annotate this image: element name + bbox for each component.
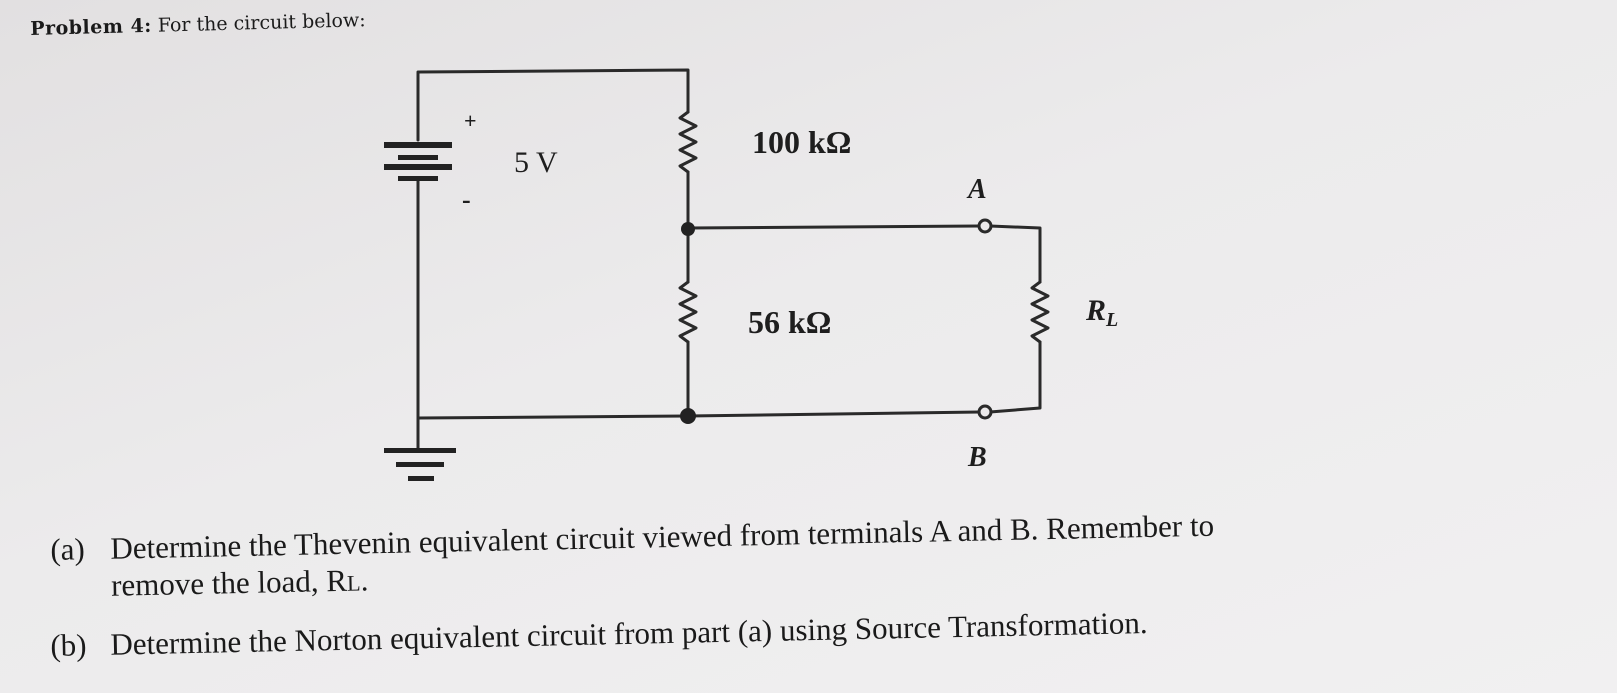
circuit-diagram: + - 5 V 100 kΩ 56 kΩ A B RL bbox=[384, 68, 1118, 481]
wire-node-a bbox=[686, 224, 982, 230]
battery-icon bbox=[384, 142, 452, 181]
terminal-b-label: B bbox=[967, 442, 987, 473]
question-b-line1: Determine the Norton equivalent circuit … bbox=[109, 605, 1148, 662]
question-b-tag: (b) bbox=[50, 627, 87, 663]
source-voltage-label: 5 V bbox=[514, 146, 558, 179]
resistor-load bbox=[1030, 280, 1050, 344]
junction-node-top bbox=[681, 222, 695, 236]
wire-load-top bbox=[988, 224, 1042, 284]
resistor-100k bbox=[678, 110, 698, 174]
load-label: RL bbox=[1085, 294, 1118, 331]
wire-load-bottom bbox=[988, 340, 1042, 414]
r1-label: 100 kΩ bbox=[752, 124, 851, 160]
junction-node-bottom bbox=[680, 408, 696, 424]
question-a-tag: (a) bbox=[50, 531, 86, 567]
r2-label: 56 kΩ bbox=[748, 304, 831, 340]
terminal-b-icon bbox=[977, 404, 993, 420]
terminal-a-label: A bbox=[966, 174, 987, 205]
wire-top bbox=[416, 68, 690, 114]
battery-minus-label: - bbox=[462, 185, 471, 214]
question-a: (a)Determine the Thevenin equivalent cir… bbox=[50, 508, 1215, 606]
terminal-a-icon bbox=[977, 218, 993, 234]
ground-icon bbox=[384, 448, 456, 481]
question-b: (b) Determine the Norton equivalent circu… bbox=[50, 605, 1148, 665]
wire-bottom bbox=[416, 410, 982, 420]
resistor-56k bbox=[678, 280, 698, 344]
battery-plus-label: + bbox=[464, 108, 477, 133]
